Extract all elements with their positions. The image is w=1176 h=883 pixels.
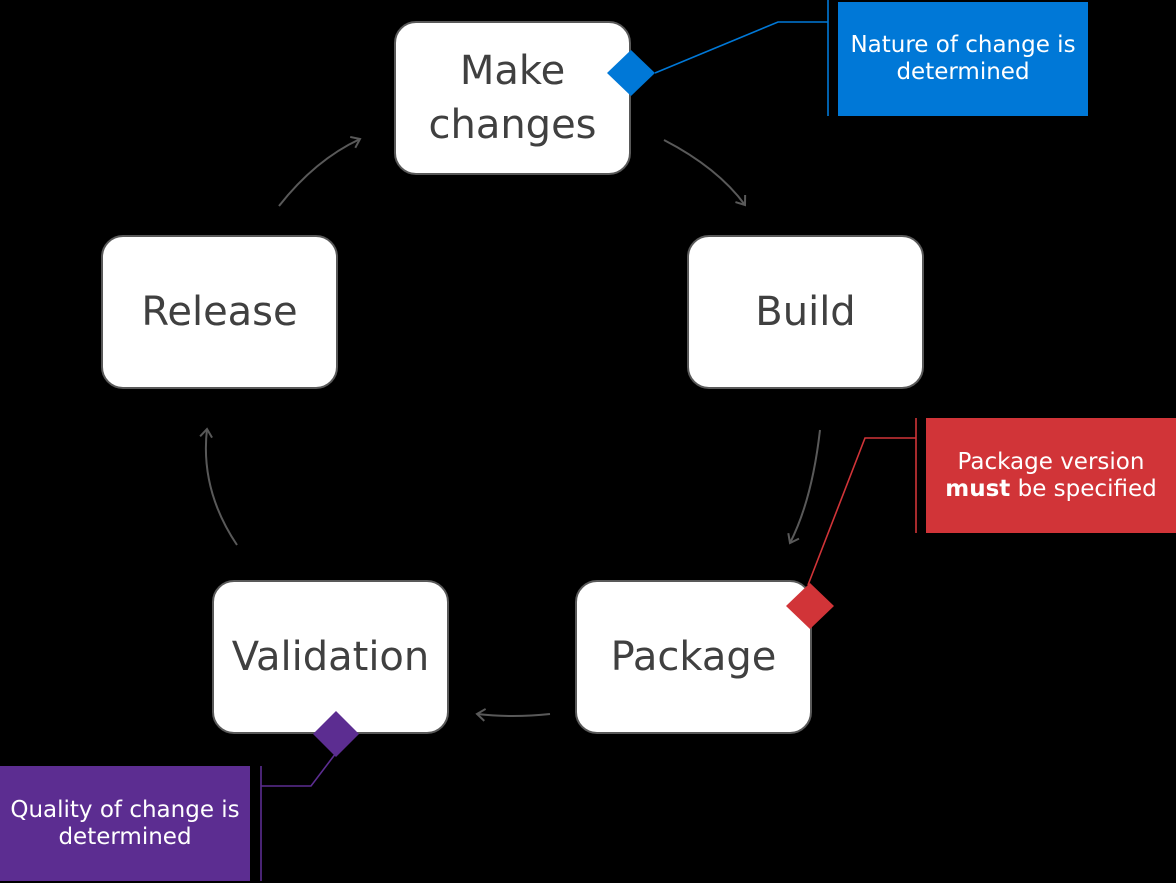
connector-quality xyxy=(261,752,337,787)
arrow-release-to-make xyxy=(278,135,362,207)
callout-nature-of-change: Nature of change is determined xyxy=(838,2,1088,116)
arrow-make-to-build xyxy=(663,139,747,207)
node-make-changes: Make changes xyxy=(394,21,631,175)
node-make-changes-label: Make changes xyxy=(428,48,597,148)
callout-quality-text: Quality of change is determined xyxy=(10,796,240,850)
callout-version-emphasis: must xyxy=(945,475,1011,502)
node-release-label: Release xyxy=(141,289,298,335)
connector-version xyxy=(807,437,916,586)
node-validation-label: Validation xyxy=(231,634,430,680)
node-release: Release xyxy=(101,235,338,389)
callout-nature-text: Nature of change is determined xyxy=(850,32,1076,85)
callout-quality-of-change: Quality of change is determined xyxy=(0,766,250,881)
callout-version-suffix: be specified xyxy=(1017,475,1157,502)
arrow-package-to-validation xyxy=(475,708,551,722)
node-build-label: Build xyxy=(755,289,856,335)
connector-nature xyxy=(654,21,828,74)
node-package: Package xyxy=(575,580,812,734)
arrow-build-to-package xyxy=(787,429,821,545)
arrow-validation-to-release xyxy=(199,427,238,546)
node-package-label: Package xyxy=(610,634,777,680)
callout-version-text: Package version must be specified xyxy=(934,449,1168,503)
callout-package-version: Package version must be specified xyxy=(926,418,1176,533)
node-validation: Validation xyxy=(212,580,449,734)
callout-version-prefix: Package version xyxy=(957,448,1145,475)
node-build: Build xyxy=(687,235,924,389)
